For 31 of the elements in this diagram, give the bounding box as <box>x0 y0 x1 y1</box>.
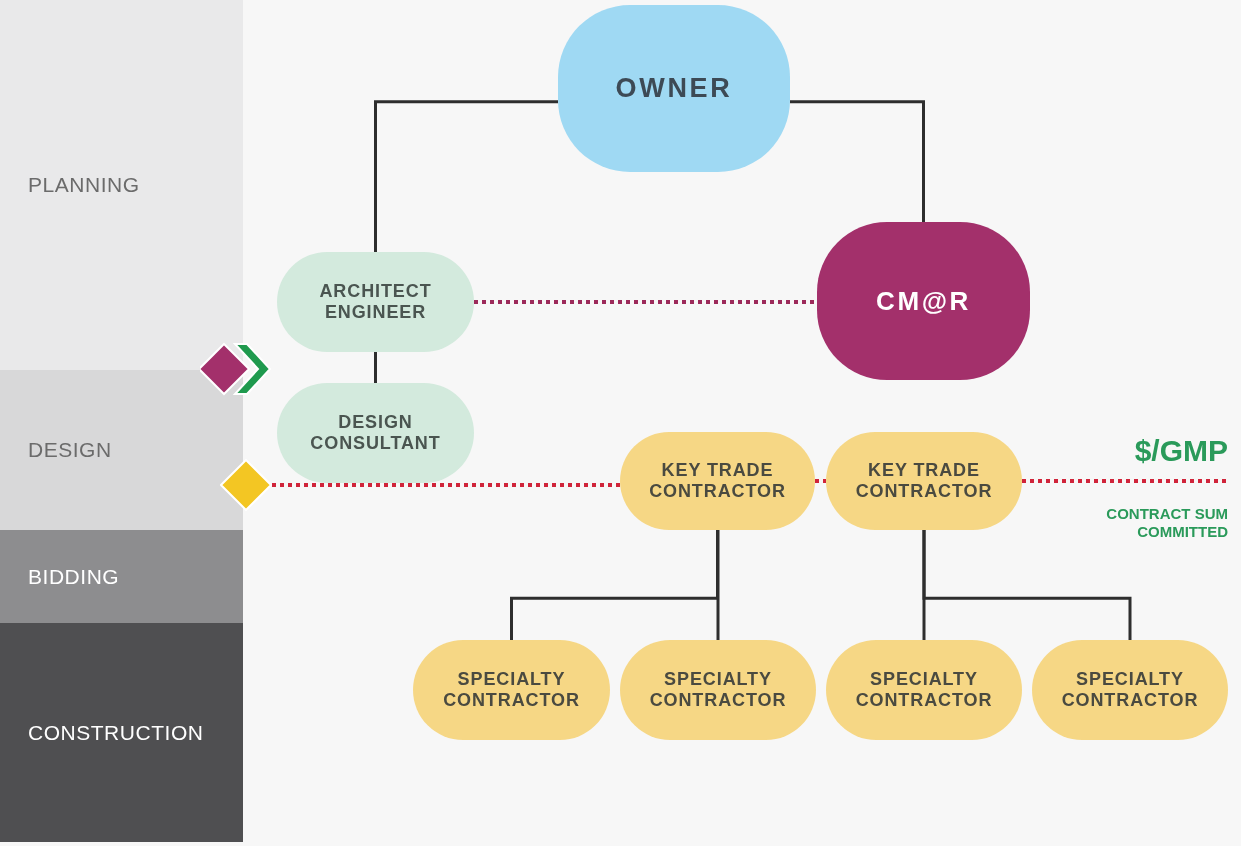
connector-line <box>374 352 377 383</box>
node-label: CM@R <box>876 284 971 318</box>
node-label: ARCHITECT ENGINEER <box>318 281 433 323</box>
node-label: SPECIALTY CONTRACTOR <box>443 669 580 711</box>
connector-line <box>510 530 719 640</box>
note-label: CONTRACT SUM COMMITTED <box>1105 505 1228 541</box>
dotted-line <box>272 483 620 487</box>
diamond-marker <box>220 459 272 511</box>
connector-line <box>716 530 720 640</box>
phase-band <box>0 623 243 842</box>
node-label: SPECIALTY CONTRACTOR <box>855 669 993 711</box>
phase-label: BIDDING <box>28 563 120 590</box>
dotted-line <box>474 300 817 304</box>
connector-line <box>790 100 925 222</box>
node-label: KEY TRADE CONTRACTOR <box>855 460 993 502</box>
dotted-line <box>815 479 826 483</box>
node-label: OWNER <box>615 72 733 106</box>
phase-band <box>0 370 243 530</box>
node-label: SPECIALTY CONTRACTOR <box>649 669 787 711</box>
dotted-line <box>1022 479 1228 483</box>
node-label: DESIGN CONSULTANT <box>309 412 442 454</box>
phase-band <box>0 530 243 623</box>
phase-band <box>0 0 243 370</box>
phase-label: DESIGN <box>28 437 112 464</box>
connector-line <box>374 100 558 252</box>
node-label: SPECIALTY CONTRACTOR <box>1061 669 1199 711</box>
node-label: KEY TRADE CONTRACTOR <box>649 460 786 502</box>
phase-label: CONSTRUCTION <box>28 719 204 746</box>
phase-label: PLANNING <box>28 172 140 199</box>
gmp-label: $/GMP <box>1134 433 1228 469</box>
connector-line <box>922 530 1132 640</box>
